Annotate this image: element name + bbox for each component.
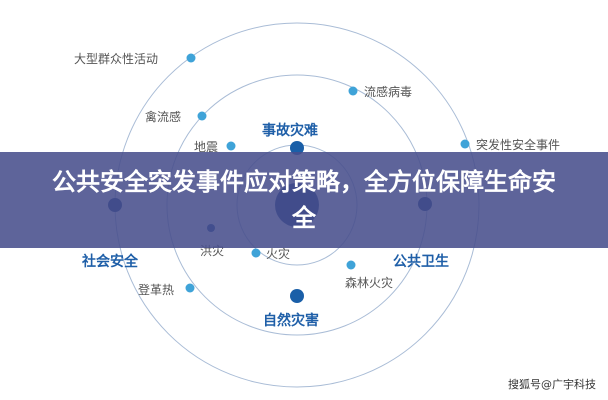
dot-item [226, 141, 236, 151]
dot-accident [290, 141, 304, 155]
item-label: 大型群众性活动 [74, 52, 159, 66]
dot-natural [290, 289, 304, 303]
category-health: 公共卫生 [393, 254, 449, 270]
item-label: 森林火灾 [345, 276, 394, 290]
category-social: 社会安全 [82, 254, 138, 270]
item-label: 火灾 [266, 247, 291, 261]
category-natural: 自然灾害 [263, 313, 319, 329]
category-accident: 事故灾难 [262, 123, 318, 139]
dot-item [186, 53, 196, 63]
dot-item [346, 260, 356, 270]
dot-item [251, 248, 261, 258]
item-label: 地震 [194, 140, 219, 154]
dot-item [348, 86, 358, 96]
dot-item [185, 283, 195, 293]
title-banner: 公共安全突发事件应对策略，全方位保障生命安全 [0, 152, 608, 248]
dot-item [460, 139, 470, 149]
item-label: 禽流感 [145, 110, 182, 124]
item-label: 突发性安全事件 [476, 138, 561, 152]
dot-item [197, 111, 207, 121]
item-label: 流感病毒 [364, 85, 413, 99]
page-title: 公共安全突发事件应对策略，全方位保障生命安全 [52, 168, 556, 232]
item-label: 登革热 [138, 283, 175, 297]
watermark: 搜狐号@广宇科技 [508, 378, 596, 391]
